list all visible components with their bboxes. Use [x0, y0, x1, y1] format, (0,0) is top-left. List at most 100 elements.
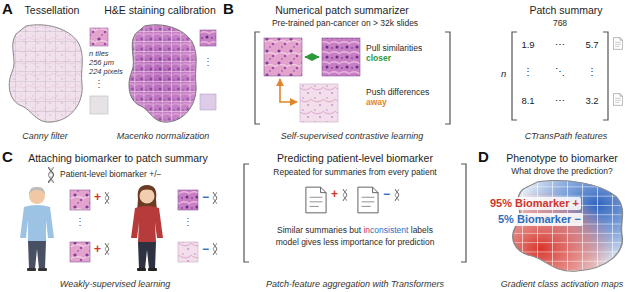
biomarker-sign: − — [202, 243, 209, 257]
patient-figure — [131, 185, 163, 271]
patient-figure — [28, 241, 46, 269]
normalized-tiles — [200, 94, 216, 110]
matrix-cell: 3.2 — [585, 96, 598, 107]
matrix-cell: 1.9 — [521, 40, 534, 51]
method-caption: Macenko normalization — [117, 131, 210, 141]
summary-icon — [358, 187, 378, 213]
question-note: What drove the prediction? — [511, 167, 613, 177]
aggregation-bracket — [244, 164, 466, 262]
dna-icon — [395, 189, 399, 201]
process-note: labels — [411, 225, 433, 235]
tile-note: 224 pixels — [89, 68, 123, 77]
contrast-word: closer — [366, 54, 391, 64]
aggregation-bracket — [244, 164, 249, 262]
patient-figure — [29, 187, 45, 195]
method-caption: Weakly-supervised learning — [60, 279, 170, 289]
panel-letter: B — [223, 0, 234, 17]
tissue-stained — [121, 17, 204, 129]
summary-icon — [306, 187, 326, 213]
contrast-word: away — [366, 98, 387, 108]
tissue-unstained — [1, 17, 91, 129]
tissue-stained — [121, 17, 204, 129]
panel-heading: Predicting patient-level biomarker — [277, 152, 433, 164]
panel-heading: Patch summary — [530, 4, 603, 16]
matrix-cell: ⋱ — [555, 67, 565, 78]
text-row: Similar summaries butinconsistentlabels — [277, 226, 433, 236]
panel-heading: Attaching biomarker to patch summary — [28, 152, 208, 164]
patient-patches — [178, 242, 198, 262]
patient-patches — [70, 242, 90, 262]
image-patches — [322, 38, 360, 76]
biomarker-sign: − — [383, 188, 390, 202]
document-icon — [613, 38, 622, 50]
contrastive-bracket — [255, 32, 260, 124]
image-patches — [264, 38, 360, 122]
dna-icon — [213, 192, 217, 204]
dna-icon — [49, 167, 54, 183]
push-arrow — [280, 79, 297, 102]
biomarker-sign: + — [94, 191, 101, 205]
process-note: Similar summaries but — [277, 225, 361, 235]
panel-heading: Numerical patch summarizer — [275, 4, 409, 16]
normalized-tiles — [200, 30, 216, 110]
method-caption: Canny filter — [22, 131, 68, 141]
dna-icon — [105, 243, 109, 255]
prediction-score: 95% Biomarker + — [488, 197, 581, 210]
patient-figure — [20, 187, 54, 271]
biomarker-sign: + — [331, 188, 338, 202]
ellipsis: ⋮ — [203, 56, 213, 68]
tissue-stained — [121, 17, 204, 129]
matrix-cell: ⋯ — [555, 40, 565, 51]
patient-figure — [20, 205, 54, 241]
method-caption: Patch-feature aggregation with Transform… — [266, 279, 444, 289]
aggregation-bracket — [461, 164, 466, 262]
dna-icon — [213, 243, 217, 255]
tissue-unstained — [1, 17, 91, 129]
pretraining-note: Pre-trained pan-cancer on > 32k slides — [272, 19, 418, 29]
matrix-cell: ⋯ — [555, 96, 565, 107]
dna-icon — [105, 192, 109, 204]
tile-note: 256 μm — [89, 59, 114, 68]
image-patches — [264, 38, 302, 76]
patient-figure — [139, 188, 155, 192]
patient-figure — [137, 268, 146, 271]
panel-heading: Phenotype to biomarker — [506, 152, 617, 164]
matrix-bracket — [512, 32, 517, 120]
activation-heatmap — [513, 181, 623, 272]
highlight-word: consistent — [370, 225, 408, 235]
method-caption: Gradient class activation maps — [501, 279, 624, 289]
document-icon — [613, 94, 622, 106]
contrast-note: Pull similarities — [366, 44, 422, 54]
normalized-tiles — [200, 30, 216, 46]
panel-letter: D — [478, 148, 489, 165]
panel-heading: H&E staining calibration — [104, 4, 215, 16]
tile-stack — [90, 96, 108, 114]
contrast-note: Push differences — [366, 88, 429, 98]
ellipsis: ⋮ — [75, 216, 85, 228]
matrix-cell: ⋮ — [587, 67, 597, 78]
ellipsis: ⋮ — [94, 78, 104, 90]
ellipsis: ⋮ — [183, 216, 193, 228]
panel-letter: A — [2, 0, 13, 17]
dimension-label: 768 — [553, 19, 567, 29]
patient-figure — [27, 268, 36, 271]
tissue-stained — [121, 17, 204, 129]
matrix-cell: ⋮ — [523, 67, 533, 78]
pull-arrow — [305, 56, 319, 58]
patient-figure — [38, 268, 47, 271]
image-patches — [300, 84, 338, 122]
dimension-label: n — [501, 69, 506, 80]
tissue-unstained — [1, 17, 91, 129]
patient-figure — [140, 189, 155, 204]
document-icon — [613, 38, 622, 106]
tile-stack — [90, 28, 108, 46]
tissue-unstained — [1, 17, 91, 129]
biomarker-sign: − — [202, 191, 209, 205]
biomarker-sign: + — [94, 243, 101, 257]
patient-figure — [148, 268, 157, 271]
biomarker-note: Patient-level biomarker +/− — [60, 170, 162, 180]
tissue-unstained — [9, 25, 82, 122]
contrastive-bracket — [445, 32, 450, 124]
method-caption: CTransPath features — [525, 131, 607, 141]
